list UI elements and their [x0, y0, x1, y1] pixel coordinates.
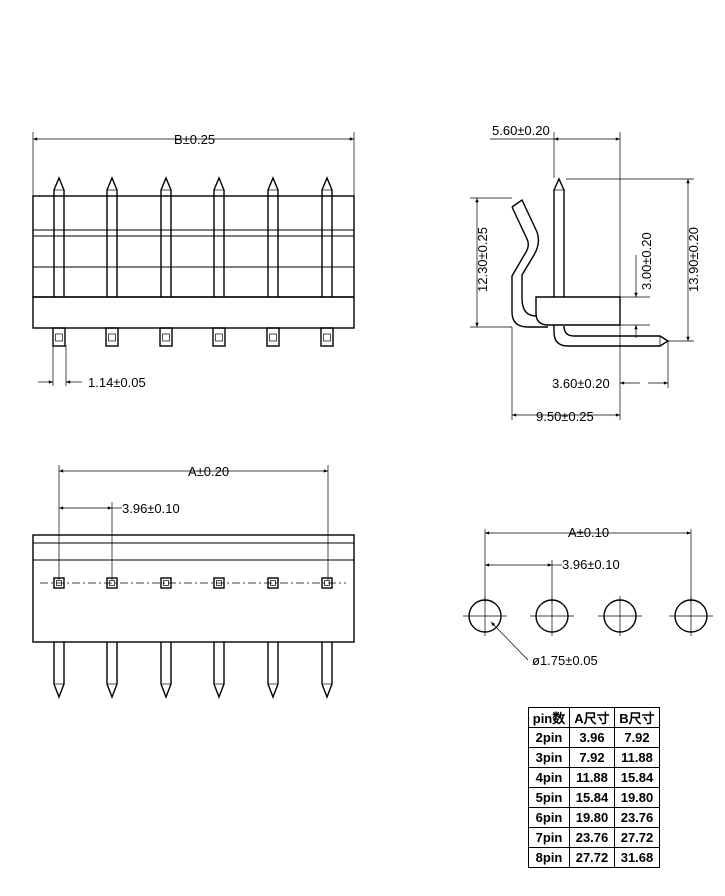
top-pin	[266, 176, 280, 347]
dim-pcb-pitch: 3.96±0.10	[562, 557, 620, 572]
dim-side-inner-height: 3.00±0.20	[639, 232, 654, 290]
cell-pin: 2pin	[528, 727, 570, 748]
table-header-row: pin数 A尺寸 B尺寸	[528, 707, 660, 728]
top-pin	[320, 176, 334, 347]
cell-pin: 7pin	[528, 827, 570, 848]
front-pin	[160, 577, 172, 699]
dim-pcb-hole: ø1.75±0.05	[532, 653, 598, 668]
front-pin	[213, 577, 225, 699]
cell-a: 11.88	[569, 767, 615, 788]
cell-b: 31.68	[614, 847, 660, 868]
front-pin	[53, 577, 65, 699]
cell-a: 23.76	[569, 827, 615, 848]
top-pin	[159, 176, 173, 347]
pcb-hole	[598, 596, 642, 636]
dim-pcb-a: A±0.10	[568, 525, 609, 540]
cell-pin: 3pin	[528, 747, 570, 768]
cell-a: 15.84	[569, 787, 615, 808]
cell-b: 19.80	[614, 787, 660, 808]
cell-b: 11.88	[614, 747, 660, 768]
top-pins	[52, 176, 334, 347]
pcb-hole	[463, 596, 507, 636]
top-pin	[105, 176, 119, 347]
dim-side-tail: 3.60±0.20	[552, 376, 610, 391]
dim-b-width: B±0.25	[174, 132, 215, 147]
pcb-hole	[530, 596, 574, 636]
side-view: 5.60±0.20 12.30±0.25 3.00±0.20 13.90±0.2…	[470, 123, 701, 424]
dim-side-left-height: 12.30±0.25	[475, 227, 490, 292]
front-pin	[321, 577, 333, 699]
header-b-size: B尺寸	[614, 707, 660, 728]
cell-a: 7.92	[569, 747, 615, 768]
top-pin	[212, 176, 226, 347]
header-pin: pin数	[528, 707, 570, 728]
front-pins	[53, 577, 333, 699]
pcb-layout: A±0.10 3.96±0.10 ø1.75±0.05	[463, 525, 713, 668]
cell-b: 15.84	[614, 767, 660, 788]
cell-b: 7.92	[614, 727, 660, 748]
cell-pin: 4pin	[528, 767, 570, 788]
dim-front-a: A±0.20	[188, 464, 229, 479]
cell-a: 27.72	[569, 847, 615, 868]
pcb-holes	[463, 596, 713, 636]
pcb-hole	[669, 596, 713, 636]
dim-front-pitch: 3.96±0.10	[122, 501, 180, 516]
dim-side-total-height: 13.90±0.20	[686, 227, 701, 292]
cell-pin: 8pin	[528, 847, 570, 868]
dim-pin-width: 1.14±0.05	[88, 375, 146, 390]
top-view: B±0.25 1.14±0.05	[32, 132, 355, 390]
top-pin	[52, 176, 66, 347]
cell-pin: 6pin	[528, 807, 570, 828]
cell-pin: 5pin	[528, 787, 570, 808]
front-pin	[267, 577, 279, 699]
cell-a: 3.96	[569, 727, 615, 748]
dim-side-depth: 9.50±0.25	[536, 409, 594, 424]
front-pin	[106, 577, 118, 699]
header-a-size: A尺寸	[569, 707, 615, 728]
cell-b: 27.72	[614, 827, 660, 848]
front-view: A±0.20 3.96±0.10	[32, 464, 355, 699]
dim-side-top: 5.60±0.20	[492, 123, 550, 138]
cell-a: 19.80	[569, 807, 615, 828]
cell-b: 23.76	[614, 807, 660, 828]
